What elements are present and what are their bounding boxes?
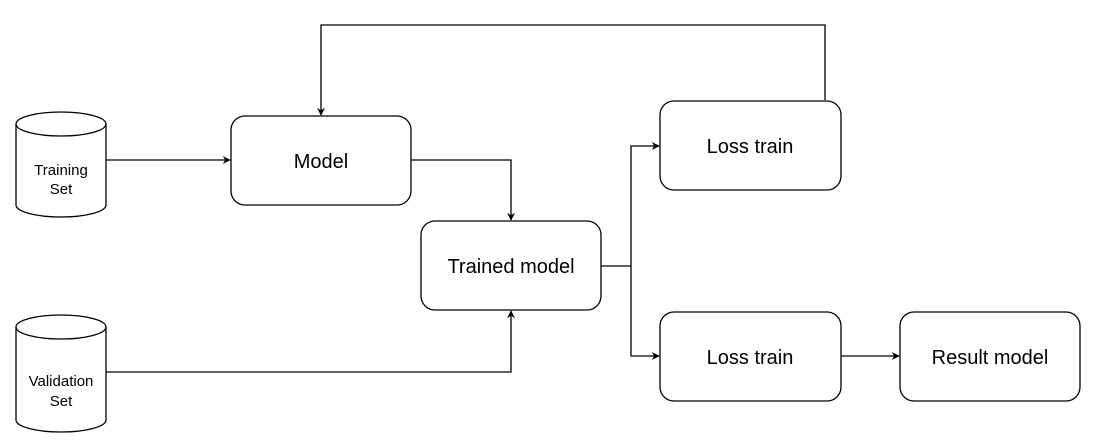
validation-set-label-line2: Set [50, 393, 73, 410]
validation-set-cylinder-rim [15, 326, 107, 340]
validation-set-label-line1: Validation [29, 373, 94, 390]
edge-model-to-trained-model [411, 159, 515, 221]
validation-set-database[interactable]: Validation Set [15, 314, 107, 433]
model-node[interactable]: Model [230, 115, 412, 206]
result-model-node[interactable]: Result model [899, 311, 1081, 402]
edge-validation-set-to-trained-model [106, 310, 515, 373]
result-model-label: Result model [932, 347, 1049, 369]
trained-model-node[interactable]: Trained model [420, 220, 602, 311]
loss-train-bottom-label: Loss train [707, 347, 794, 369]
model-label: Model [294, 151, 348, 173]
loss-train-top-box [659, 100, 842, 191]
validation-set-cylinder [15, 314, 107, 433]
loss-train-top-node[interactable]: Loss train [659, 100, 842, 191]
trained-model-label: Trained model [447, 256, 574, 278]
training-set-label-line2: Set [50, 181, 73, 198]
trained-model-box [420, 220, 602, 311]
training-set-label-line1: Training [34, 162, 88, 179]
edge-loss-train-top-feedback-to-model [317, 24, 826, 116]
loss-train-bottom-box [659, 311, 842, 402]
edge-trained-model-to-loss-train-bottom [630, 266, 660, 360]
training-set-database[interactable]: Training Set [15, 111, 107, 218]
training-set-cylinder [15, 111, 107, 218]
edges [106, 24, 900, 373]
loss-train-bottom-node[interactable]: Loss train [659, 311, 842, 402]
edge-trained-model-to-loss-train-top [630, 142, 660, 266]
result-model-box [899, 311, 1081, 402]
model-box [230, 115, 412, 206]
training-set-cylinder-rim [15, 123, 107, 137]
loss-train-top-label: Loss train [707, 136, 794, 158]
